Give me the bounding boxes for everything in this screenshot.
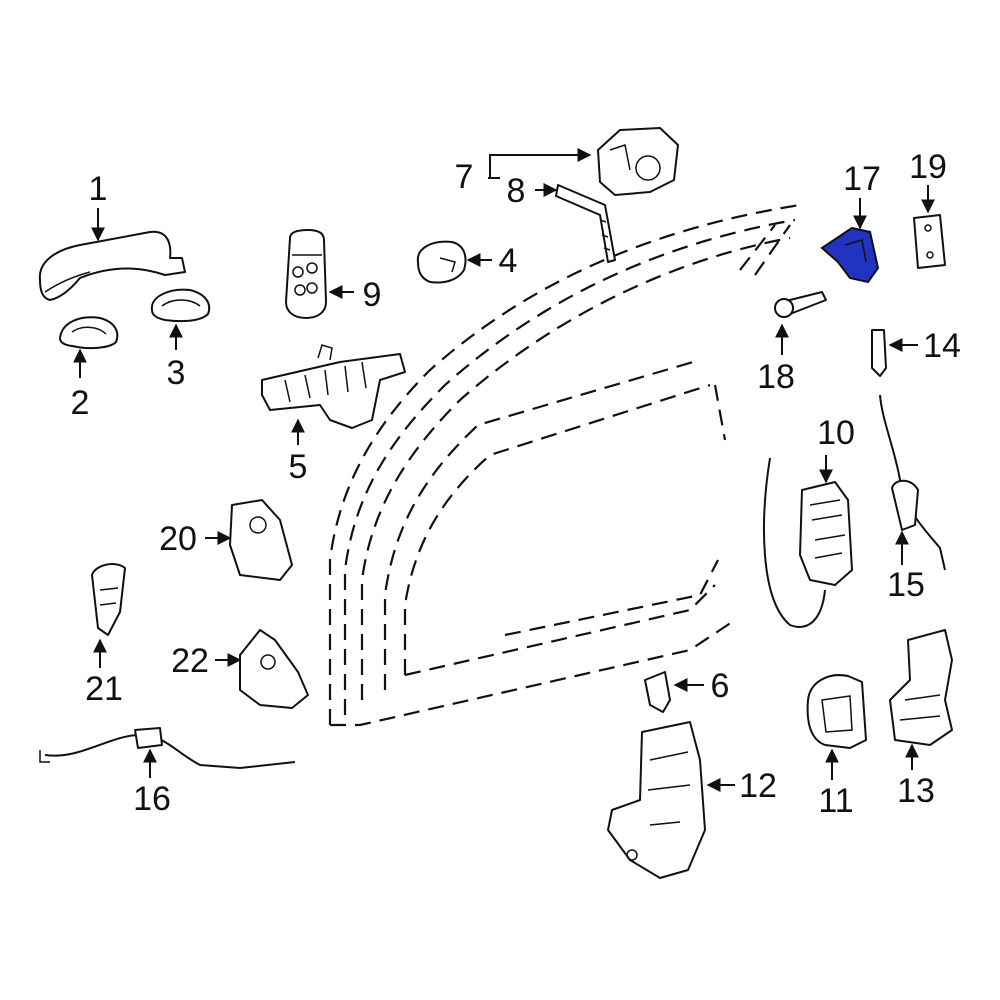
- part-6-bracket: [644, 671, 671, 713]
- part-18-screw: [774, 291, 827, 318]
- part-15-lock-rod: [879, 394, 946, 571]
- callout-10: 10: [817, 414, 855, 452]
- callout-5: 5: [289, 448, 308, 486]
- part-13-latch-bracket: [889, 629, 953, 746]
- part-4-cap: [416, 240, 467, 284]
- callout-12: 12: [739, 767, 777, 805]
- part-20-hinge: [229, 499, 293, 581]
- callout-7: 7: [455, 158, 474, 196]
- part-9-key-fob: [285, 229, 327, 319]
- callout-17: 17: [843, 160, 881, 198]
- callout-19: 19: [909, 148, 947, 186]
- part-16-release-cable: [39, 727, 296, 770]
- callout-15: 15: [887, 566, 925, 604]
- part-5-handle-carrier: [261, 344, 406, 429]
- callout-3: 3: [167, 354, 186, 392]
- part-17-fill: [820, 226, 880, 284]
- part-11-latch-cover: [806, 674, 867, 749]
- leader-arrows: [73, 148, 935, 792]
- part-12-inner-panel: [607, 721, 706, 879]
- part-14-knob: [871, 329, 887, 377]
- callout-4: 4: [499, 242, 518, 280]
- callout-22: 22: [171, 642, 209, 680]
- part-8-rod-bracket: [555, 184, 616, 263]
- callout-8: 8: [507, 172, 526, 210]
- callout-13: 13: [897, 772, 935, 810]
- part-10-door-latch: [763, 457, 853, 628]
- callout-16: 16: [133, 780, 171, 818]
- callout-18: 18: [757, 358, 795, 396]
- door-frame-outline: [328, 203, 801, 727]
- callout-labels: 1 2 3 4 5 6 7 8 9 10 11 12 13 14 15 16 1…: [71, 148, 961, 820]
- callout-2: 2: [71, 384, 90, 422]
- part-2-handle-gasket: [59, 316, 119, 350]
- part-21-check-link: [91, 563, 126, 636]
- callout-9: 9: [363, 276, 382, 314]
- part-17-striker-highlighted: [820, 226, 880, 284]
- part-7-lock-housing: [597, 127, 679, 196]
- part-3-handle-gasket: [150, 288, 211, 323]
- callout-21: 21: [85, 670, 123, 708]
- callout-11: 11: [818, 782, 853, 820]
- part-19-plate: [913, 214, 946, 269]
- callout-14: 14: [923, 327, 961, 365]
- callout-20: 20: [159, 520, 197, 558]
- part-1-outer-handle: [38, 230, 186, 301]
- callout-1: 1: [89, 170, 108, 208]
- part-22-hinge: [239, 629, 309, 709]
- callout-6: 6: [711, 667, 730, 705]
